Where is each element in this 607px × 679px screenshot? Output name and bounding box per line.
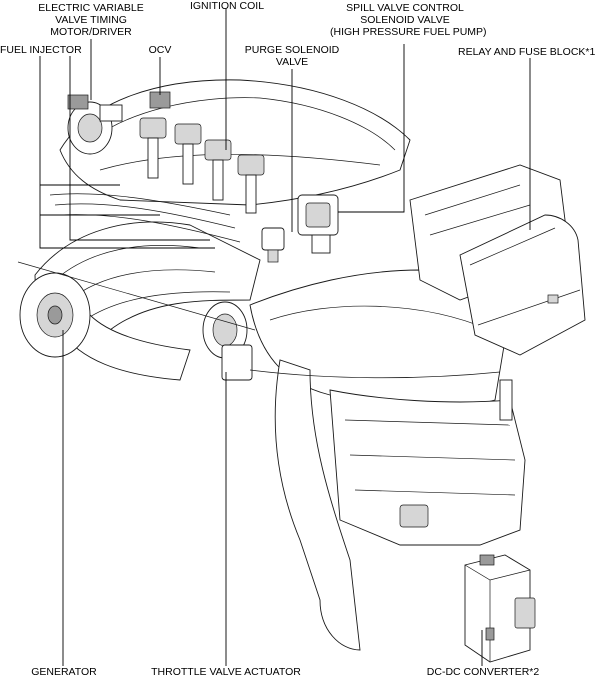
label-spill-line1: SPILL VALVE CONTROL <box>346 2 464 14</box>
label-fuel-injector-text: FUEL INJECTOR <box>0 44 82 56</box>
label-evvt-line2: VALVE TIMING <box>55 14 127 26</box>
label-evvt-line1: ELECTRIC VARIABLE <box>38 2 144 14</box>
hp-fuel-pump <box>297 194 339 254</box>
label-spill-line2: SOLENOID VALVE <box>360 14 450 26</box>
label-evvt-motor-driver: ELECTRIC VARIABLE VALVE TIMING MOTOR/DRI… <box>34 2 148 38</box>
label-throttle-text: THROTTLE VALVE ACTUATOR <box>151 666 301 678</box>
label-dcdc-converter: DC-DC CONVERTER*2 <box>425 666 541 678</box>
dcdc-converter-part <box>464 554 536 663</box>
label-purge-line2: VALVE <box>275 56 309 68</box>
ignition-coils <box>139 117 265 214</box>
evvt-motor <box>67 94 123 155</box>
label-throttle-valve-actuator: THROTTLE VALVE ACTUATOR <box>150 666 302 678</box>
engine-illustration <box>17 79 586 663</box>
leader-lines <box>39 9 531 666</box>
label-ignition-coil: IGNITION COIL <box>186 0 268 12</box>
throttle-body <box>202 301 253 381</box>
purge-solenoid-part <box>261 227 285 263</box>
label-ignition-coil-text: IGNITION COIL <box>189 0 265 12</box>
label-relay-fuse-block: RELAY AND FUSE BLOCK*1 <box>458 46 606 58</box>
intake-manifold <box>34 221 261 381</box>
label-ocv-text: OCV <box>148 44 172 56</box>
label-evvt-line3: MOTOR/DRIVER <box>50 26 132 38</box>
label-fuel-injector: FUEL INJECTOR <box>0 44 82 56</box>
label-purge-solenoid: PURGE SOLENOID VALVE <box>237 44 347 68</box>
label-spill-line3: (HIGH PRESSURE FUEL PUMP) <box>330 26 487 38</box>
label-generator: GENERATOR <box>26 666 102 678</box>
relay-fuse-block-part <box>459 214 586 356</box>
label-dcdc-text: DC-DC CONVERTER*2 <box>426 666 540 678</box>
label-ocv: OCV <box>145 44 175 56</box>
generator-part <box>19 272 91 358</box>
label-relay-fuse-text: RELAY AND FUSE BLOCK*1 <box>458 46 596 58</box>
label-spill-valve: SPILL VALVE CONTROL SOLENOID VALVE (HIGH… <box>330 2 487 38</box>
label-generator-text: GENERATOR <box>31 666 97 678</box>
label-purge-line1: PURGE SOLENOID <box>244 44 340 56</box>
